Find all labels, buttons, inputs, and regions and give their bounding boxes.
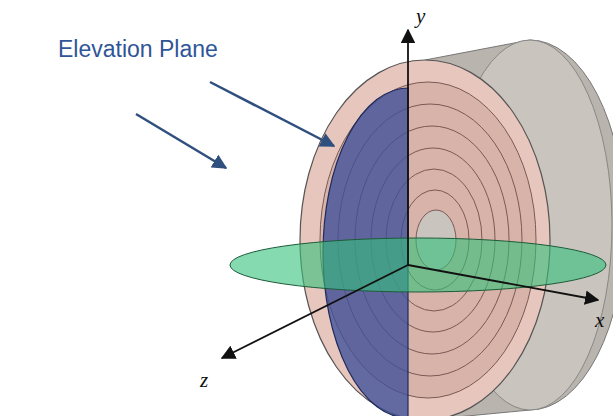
- azimuth-plane: [230, 238, 606, 292]
- leader-arrow: [136, 114, 226, 168]
- leader-arrow: [210, 82, 334, 146]
- axis-label: y: [416, 4, 425, 28]
- axis-label: x: [595, 308, 604, 332]
- axis-label: z: [200, 368, 208, 392]
- axes: [222, 30, 598, 358]
- callout-label: Elevation Plane: [58, 36, 218, 62]
